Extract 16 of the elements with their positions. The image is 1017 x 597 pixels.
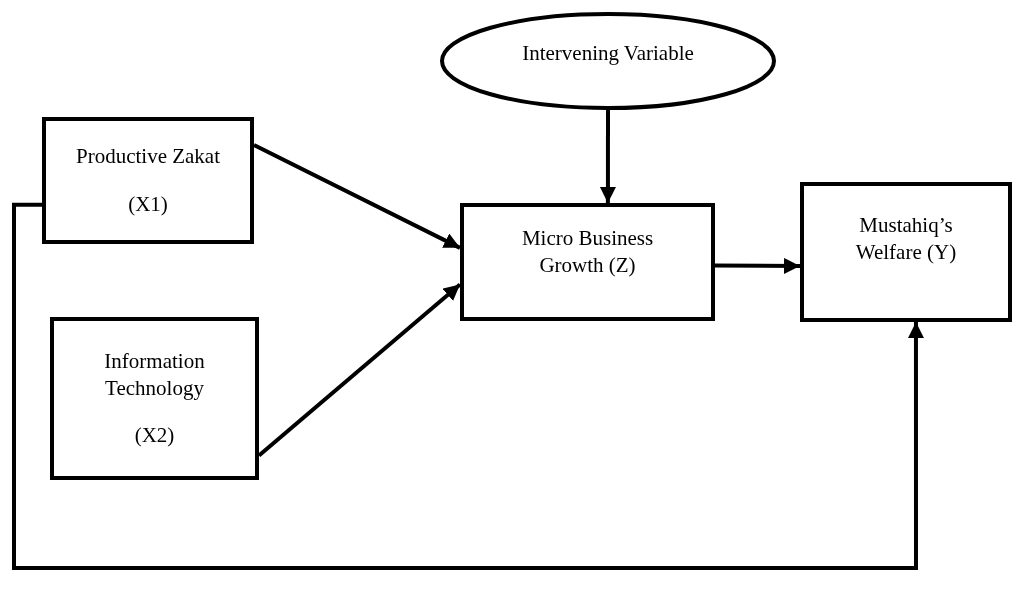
variable-label: (X2) bbox=[134, 422, 175, 450]
arrow bbox=[599, 110, 616, 203]
arrow bbox=[715, 257, 800, 274]
arrow bbox=[253, 143, 461, 250]
variable-label: Micro Business Growth (Z) bbox=[520, 225, 655, 280]
variable-box bbox=[50, 317, 259, 480]
variable-ellipse bbox=[440, 12, 776, 110]
variable-label: Productive Zakat bbox=[75, 143, 220, 171]
variable-box bbox=[800, 182, 1012, 322]
variable-label: Intervening Variable bbox=[522, 40, 694, 68]
variable-label: Information Technology bbox=[103, 347, 206, 402]
variable-box bbox=[460, 203, 715, 321]
variable-label: (X1) bbox=[128, 190, 168, 218]
variable-label: Mustahiq’s Welfare (Y) bbox=[854, 212, 958, 267]
arrow bbox=[12, 202, 924, 570]
variable-box bbox=[42, 117, 254, 244]
